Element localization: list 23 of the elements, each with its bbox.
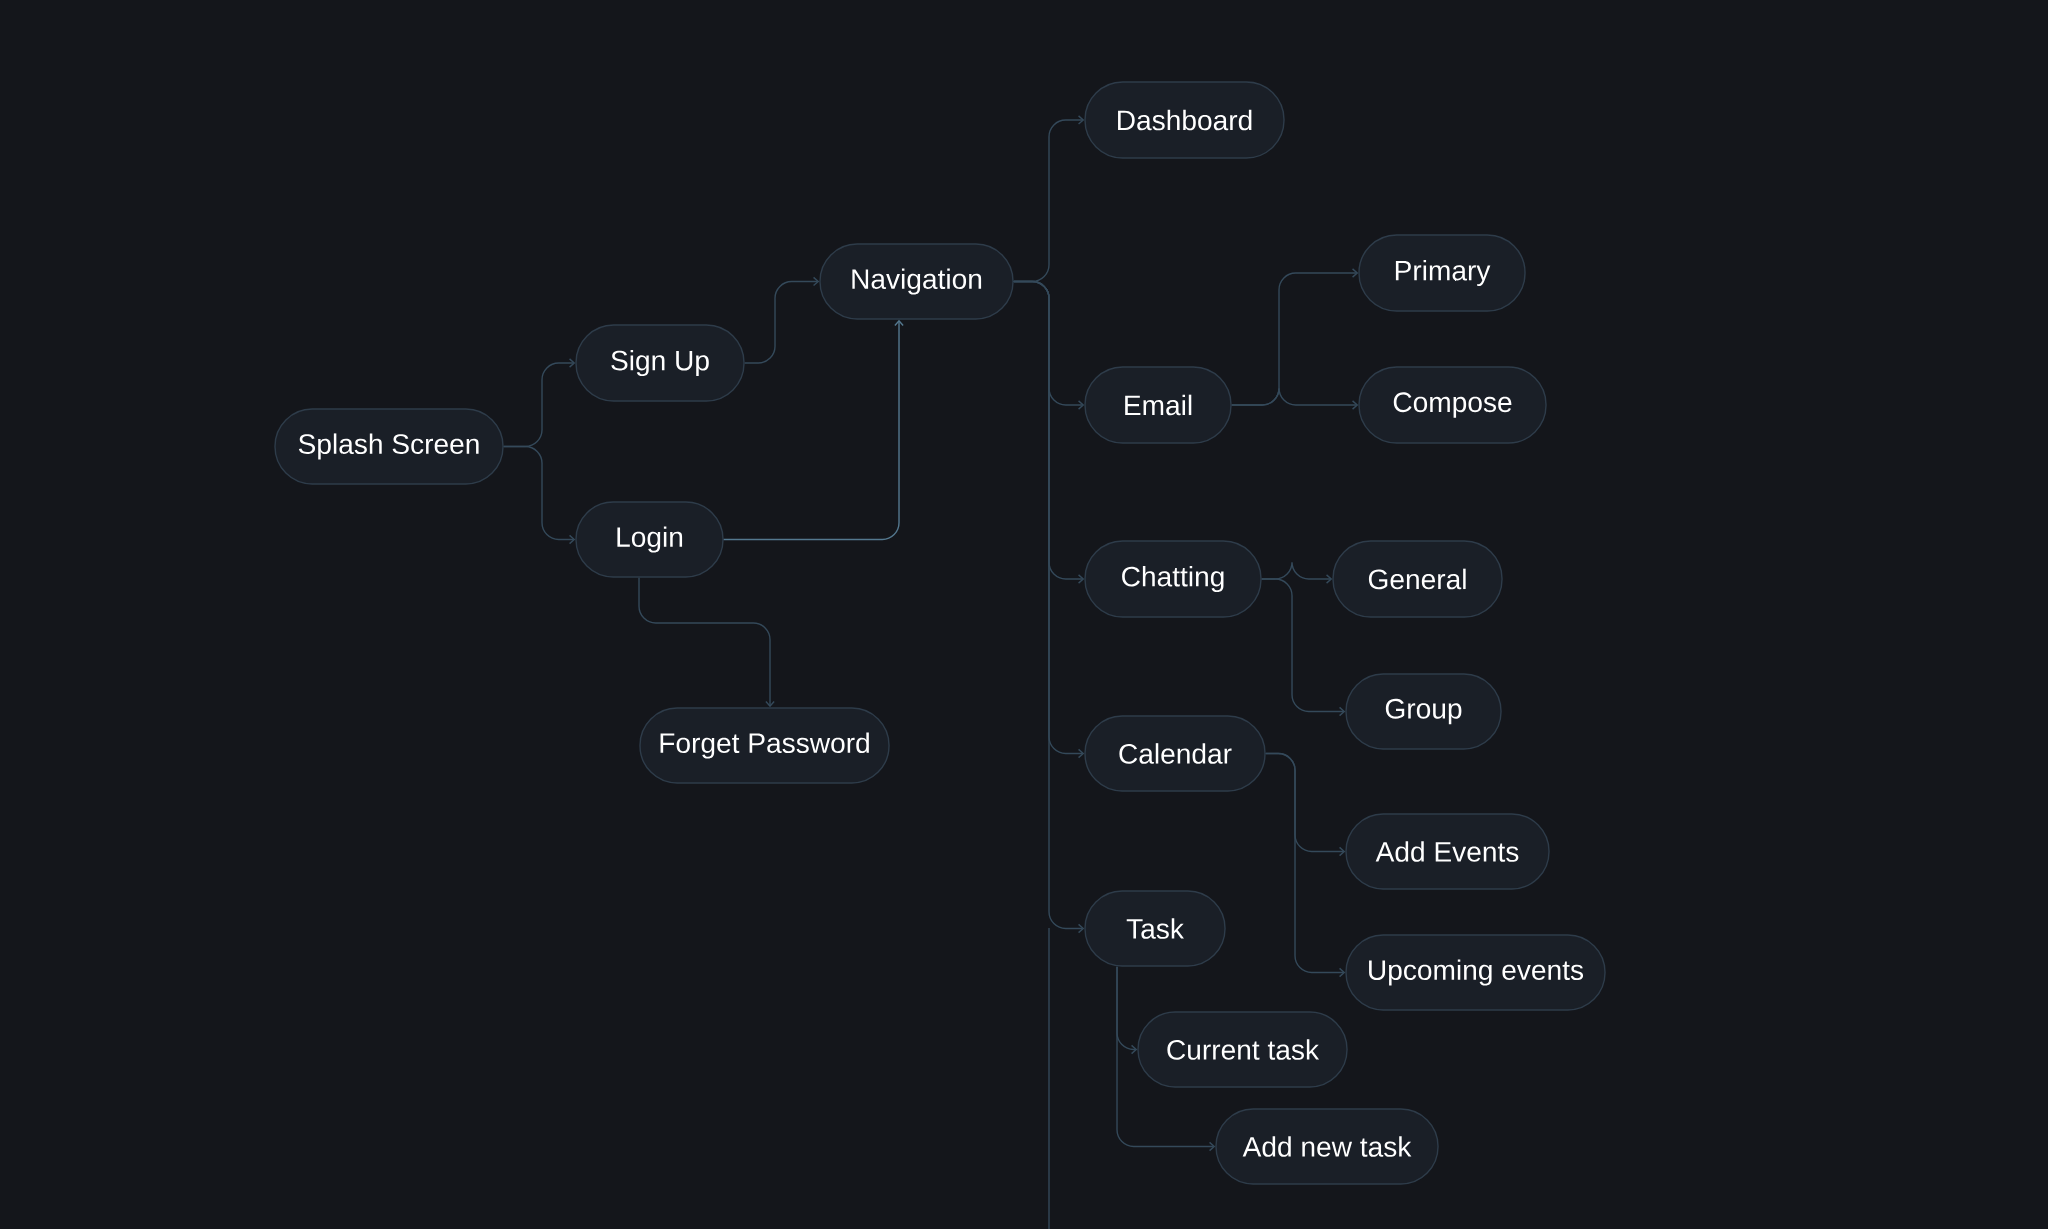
flow-node: Upcoming events xyxy=(1345,934,1606,1011)
arrow xyxy=(1265,752,1346,978)
arrow xyxy=(723,319,904,541)
flow-node: Primary xyxy=(1358,234,1526,312)
flow-node: Chatting xyxy=(1084,540,1262,618)
arrow xyxy=(1231,387,1359,410)
flow-node: Add Events xyxy=(1345,813,1550,890)
flow-node: General xyxy=(1332,540,1503,618)
arrow xyxy=(1261,578,1346,717)
flow-node: Calendar xyxy=(1084,715,1266,792)
flow-node: Forget Password xyxy=(639,707,890,784)
arrow xyxy=(503,445,576,545)
arrow xyxy=(638,577,775,708)
arrow xyxy=(1116,966,1216,1152)
flow-node: Compose xyxy=(1358,366,1547,444)
arrow xyxy=(1013,280,1085,934)
arrow xyxy=(744,276,820,364)
flow-node: Navigation xyxy=(819,243,1014,320)
flow-node: Dashboard xyxy=(1084,81,1285,159)
flow-node: Current task xyxy=(1137,1011,1348,1088)
flow-node: Sign Up xyxy=(575,324,745,402)
flow-node: Splash Screen xyxy=(274,408,504,485)
flow-node: Add new task xyxy=(1215,1108,1439,1185)
